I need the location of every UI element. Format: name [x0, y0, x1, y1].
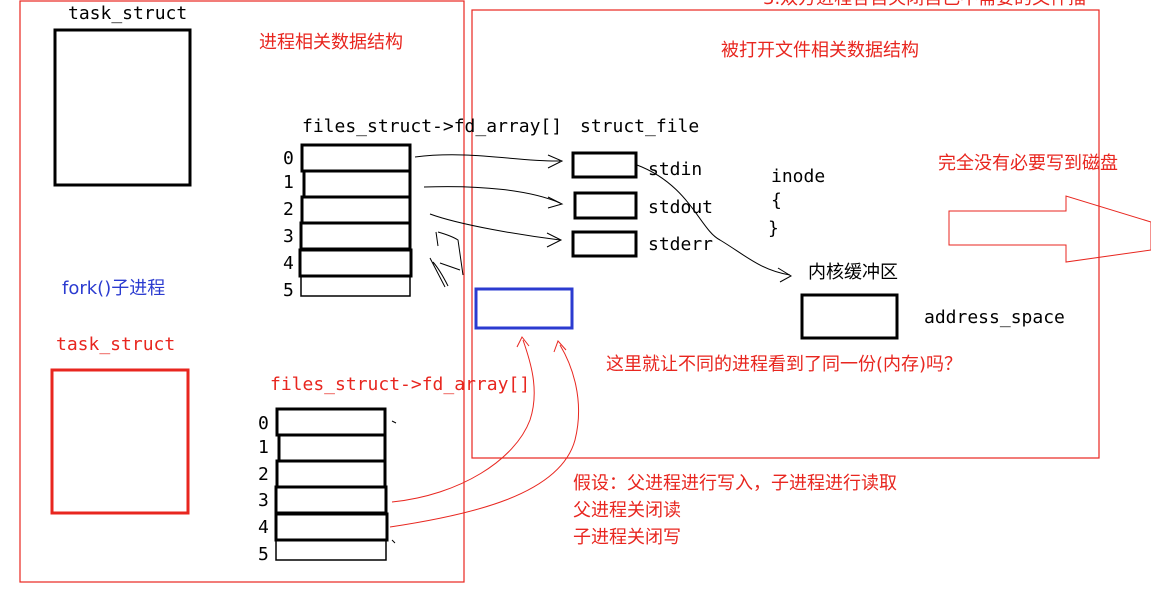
pipe-file-box: [474, 287, 574, 330]
arc-child-fd4-pipe: [389, 344, 580, 528]
address-space-label: address_space: [924, 307, 1065, 328]
assumption-note-1: 假设：父进程进行写入，子进程进行读取: [573, 473, 897, 494]
parent-task-struct-label: task_struct: [68, 3, 188, 24]
struct-file-stdout-box: [573, 191, 638, 220]
arrow-fd0-stdin: [414, 154, 561, 162]
child-fd-cell-5: [275, 539, 387, 561]
arrow-fd2-stderr: [429, 213, 561, 241]
inode-close-brace: }: [768, 218, 779, 239]
inode-open-brace: {: [771, 190, 782, 211]
inode-label: inode: [771, 166, 826, 187]
arrow-stdin-kernel-head: [777, 267, 792, 283]
child-to-pipe-arcs: [389, 336, 580, 528]
fd-to-file-arrows: [414, 154, 792, 288]
parent-fd-cell-5: [300, 275, 411, 297]
stderr-label: stderr: [648, 234, 714, 255]
struct-file-stderr-box: [571, 230, 638, 258]
arrow-fd2-stderr-head: [546, 232, 563, 248]
child-fd-cell-1: [277, 433, 387, 463]
parent-fd-cell-1: [302, 169, 412, 199]
child-fd-index-3: 3: [258, 490, 269, 511]
kernel-buffer-label: 内核缓冲区: [808, 262, 898, 283]
disk-note: 完全没有必要写到磁盘: [938, 153, 1118, 174]
address-space-box: [800, 293, 899, 340]
child-fd-index-4: 4: [258, 517, 269, 538]
parent-fd-index-1: 1: [283, 172, 294, 193]
parent-fd-cell-0: [300, 143, 412, 173]
disk-arrow: [948, 195, 1151, 263]
child-fd-index-5: 5: [258, 544, 269, 565]
parent-fd-index-0: 0: [283, 148, 294, 169]
parent-fd-index-2: 2: [283, 199, 294, 220]
arrow-fd3-scribble: [435, 231, 464, 276]
shared-memory-question: 这里就让不同的进程看到了同一份(内存)吗？: [606, 354, 963, 375]
arrow-fd0-stdin-head: [547, 154, 564, 169]
arc-child-fd3-pipe: [391, 339, 535, 503]
struct-file-stdin-box: [571, 151, 638, 179]
process-section-title: 进程相关数据结构: [259, 32, 403, 53]
stdout-label: stdout: [648, 197, 714, 218]
parent-task-struct-box: [53, 28, 192, 187]
child-fd-cell-2: [275, 459, 387, 489]
child-fd-index-2: 2: [258, 464, 269, 485]
assumption-note-2: 父进程关闭读: [573, 500, 681, 521]
child-task-struct-label: task_struct: [56, 334, 176, 355]
parent-fd-cell-4: [298, 248, 413, 278]
child-fd-array: [274, 407, 389, 561]
parent-fd-cell-2: [300, 195, 412, 225]
parent-fd-index-5: 5: [283, 280, 294, 301]
child-fd-array-header: files_struct->fd_array[]: [270, 374, 531, 395]
arc-child-fd3-head: [516, 336, 530, 348]
parent-fd-cell-3: [299, 221, 412, 251]
top-clipped-note: 3.双方进程各自关闭自己不需要的文件描: [763, 0, 1086, 8]
fork-child-label: fork()子进程: [62, 278, 166, 299]
child-fd-cell-0: [275, 407, 387, 437]
child-tick-marks: [391, 420, 397, 544]
child-fd-index-1: 1: [258, 437, 269, 458]
file-panel-border: [471, 9, 1100, 459]
child-fd-index-0: 0: [258, 413, 269, 434]
file-section-title: 被打开文件相关数据结构: [721, 40, 919, 61]
arc-child-fd4-head: [553, 340, 567, 353]
parent-fd-array: [298, 143, 413, 297]
arrow-fd1-stdout-head: [547, 196, 564, 209]
child-fd-cell-3: [274, 485, 388, 515]
child-fd-cell-4: [274, 512, 389, 542]
process-panel-border: [19, 0, 465, 583]
arrow-fd1-stdout: [423, 186, 561, 204]
arrow-fd4-scribble: [429, 257, 461, 288]
assumption-note-3: 子进程关闭写: [573, 527, 681, 548]
stdin-label: stdin: [648, 159, 703, 180]
parent-fd-index-3: 3: [283, 226, 294, 247]
parent-fd-index-4: 4: [283, 253, 294, 274]
arrow-stdin-kernel: [636, 164, 791, 276]
struct-file-label: struct_file: [580, 116, 700, 137]
parent-fd-array-header: files_struct->fd_array[]: [302, 116, 563, 137]
child-task-struct-box: [50, 368, 190, 515]
